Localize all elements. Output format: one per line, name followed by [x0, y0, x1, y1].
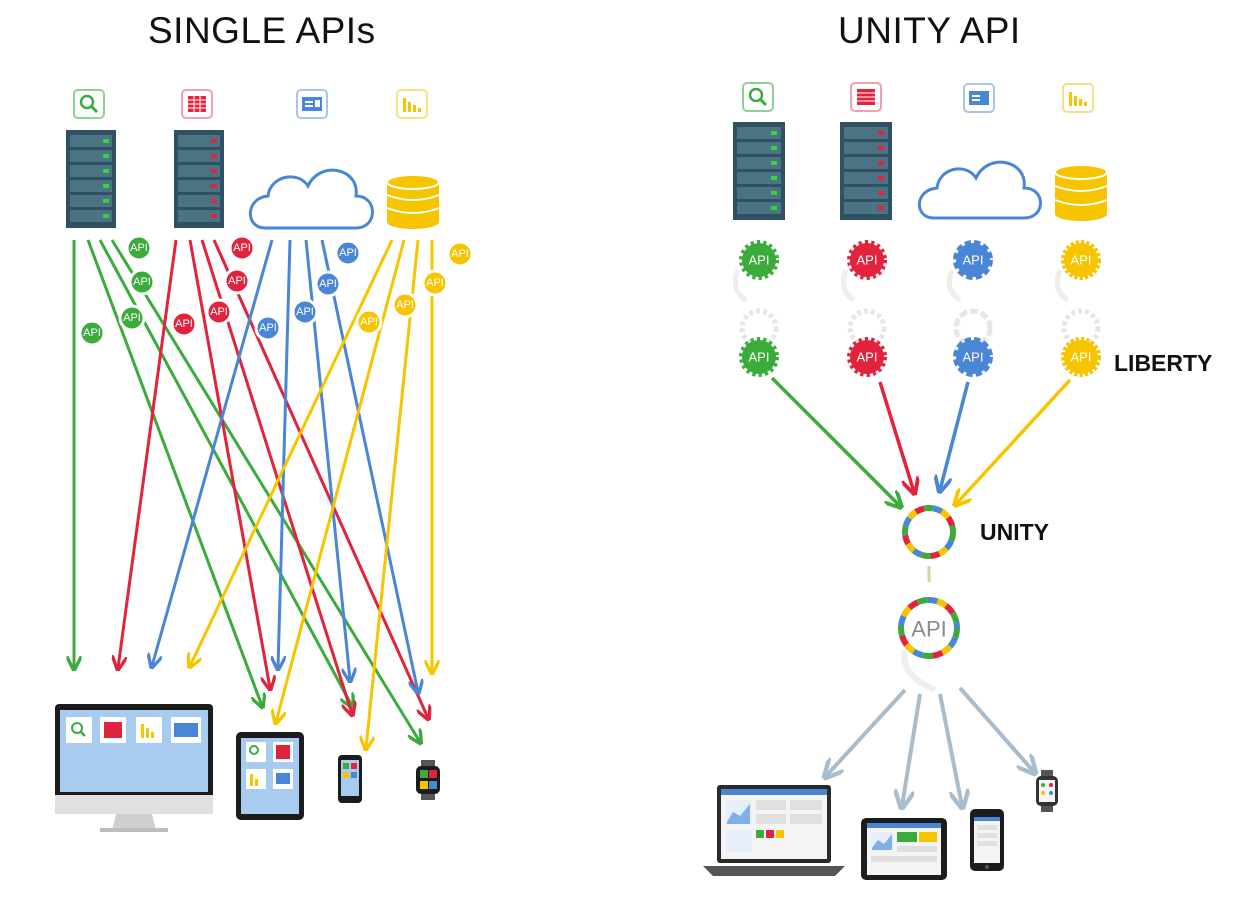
api-bubble-yellow-1 [446, 240, 474, 268]
api-bubble-label: API [396, 299, 414, 311]
api-bubble-label: API [83, 327, 101, 339]
api-bubble-label: API [133, 276, 151, 288]
api-bubble-label: API [130, 242, 148, 254]
api-bubble-yellow-4 [355, 308, 383, 336]
bar-chart-icon [1062, 83, 1094, 113]
phone [338, 755, 362, 803]
bar-chart-icon [396, 89, 428, 119]
api-bubble-red-4 [170, 310, 198, 338]
server-green [733, 122, 785, 220]
tablet [861, 818, 947, 880]
api-bubble-label: API [360, 316, 378, 328]
api-gear-blue [953, 240, 993, 280]
unity-label: UNITY [980, 519, 1049, 545]
api-bubble-label: API [175, 318, 193, 330]
api-bubble-blue-1 [334, 239, 362, 267]
cloud-icon [248, 168, 374, 230]
ghost-gear-red [847, 308, 887, 348]
search-icon [742, 82, 774, 112]
server-red [174, 130, 224, 228]
api-pin-red [840, 269, 856, 303]
api-bubble-red-3 [205, 298, 233, 326]
api-bubble-blue-3 [291, 298, 319, 326]
api-bubble-label: API [426, 277, 444, 289]
api-bubble-label: API [259, 322, 277, 334]
api-pin-green [732, 269, 748, 303]
api-gear-yellow [1061, 240, 1101, 280]
api-bubble-red-1 [228, 234, 256, 262]
contact-card-icon [963, 83, 995, 113]
api-bubble-green-2 [128, 268, 156, 296]
unity-api-badge [897, 596, 961, 693]
api-bubble-yellow-3 [391, 291, 419, 319]
api-bubble-label: API [296, 306, 314, 318]
single-apis-title: SINGLE APIs [148, 10, 376, 51]
phone [970, 809, 1004, 871]
liberty-gear-yellow [1061, 337, 1101, 377]
database-icon [386, 174, 440, 229]
ghost-gear-yellow [1061, 308, 1101, 348]
unity-api-badge-label: API [911, 617, 946, 642]
database-icon [1054, 164, 1108, 221]
server-green [66, 130, 116, 228]
table-icon [181, 89, 213, 119]
api-bubble-label: API [339, 247, 357, 259]
smartwatch [416, 760, 440, 800]
api-gear-red [847, 240, 887, 280]
api-bubble-green-1 [125, 234, 153, 262]
desktop-monitor [55, 704, 213, 832]
api-gear-label: API [963, 253, 984, 268]
api-gear-label: API [857, 350, 878, 365]
api-gear-label: API [963, 350, 984, 365]
contact-card-icon [296, 89, 328, 119]
api-bubble-label: API [319, 278, 337, 290]
api-pin-blue [946, 269, 962, 303]
laptop [703, 785, 845, 876]
api-gear-label: API [749, 350, 770, 365]
unity-ring [902, 505, 956, 559]
api-bubble-blue-4 [254, 314, 282, 342]
cloud-icon [917, 160, 1042, 220]
liberty-gear-blue [953, 337, 993, 377]
api-bubble-label: API [210, 306, 228, 318]
table-icon [850, 82, 882, 112]
ghost-gear-blue [953, 308, 993, 348]
unity-api-title: UNITY API [838, 10, 1021, 51]
api-bubble-green-3 [118, 304, 146, 332]
api-gear-label: API [749, 253, 770, 268]
liberty-gear-red [847, 337, 887, 377]
tablet [236, 732, 304, 820]
api-gear-label: API [1071, 350, 1092, 365]
api-gear-label: API [857, 253, 878, 268]
api-bubble-blue-2 [314, 270, 342, 298]
api-bubble-label: API [233, 242, 251, 254]
liberty-gear-green [739, 337, 779, 377]
api-bubble-red-2 [223, 267, 251, 295]
api-bubble-yellow-2 [421, 269, 449, 297]
api-pin-yellow [1054, 269, 1070, 303]
api-bubble-green-4 [78, 319, 106, 347]
api-bubble-label: API [123, 312, 141, 324]
api-bubble-label: API [451, 248, 469, 260]
liberty-label: LIBERTY [1114, 350, 1213, 376]
smartwatch [1036, 770, 1058, 812]
api-gear-green [739, 240, 779, 280]
search-icon [73, 89, 105, 119]
api-gear-label: API [1071, 253, 1092, 268]
api-bubble-label: API [228, 275, 246, 287]
server-red [840, 122, 892, 220]
ghost-gear-green [739, 308, 779, 348]
